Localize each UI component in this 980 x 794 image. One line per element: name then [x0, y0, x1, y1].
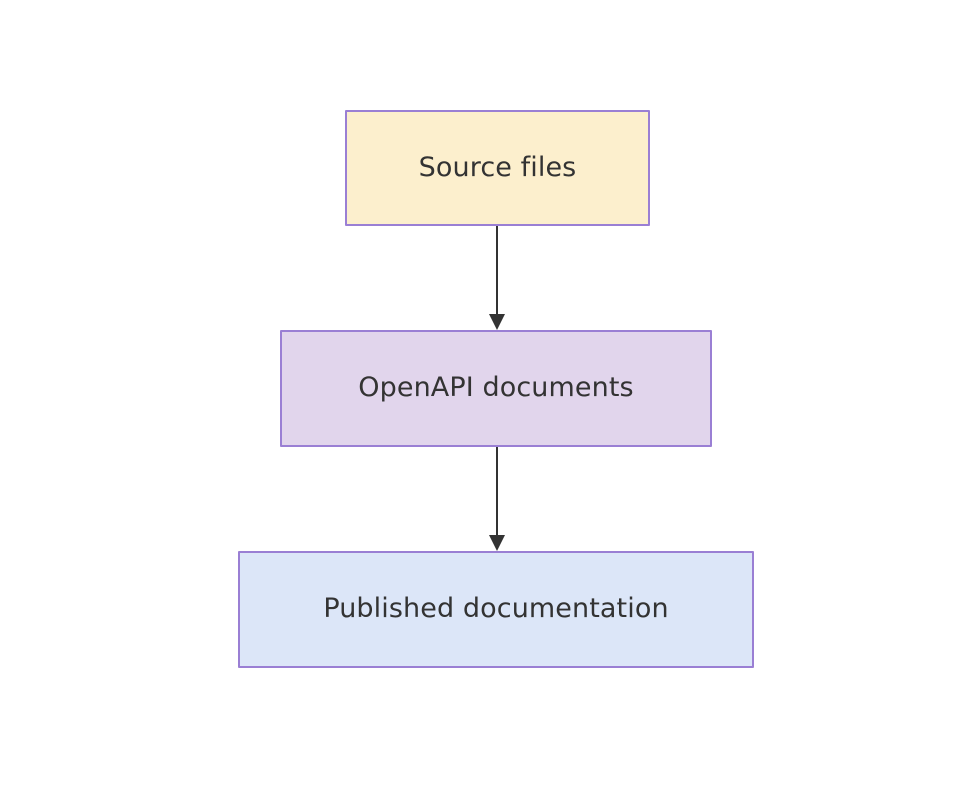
node-openapi-documents-label: OpenAPI documents	[358, 372, 634, 404]
node-source-files[interactable]: Source files	[345, 110, 650, 226]
node-published-documentation-label: Published documentation	[323, 593, 669, 625]
node-source-files-label: Source files	[418, 151, 577, 183]
node-openapi-documents[interactable]: OpenAPI documents	[280, 330, 712, 447]
node-published-documentation[interactable]: Published documentation	[238, 551, 754, 668]
